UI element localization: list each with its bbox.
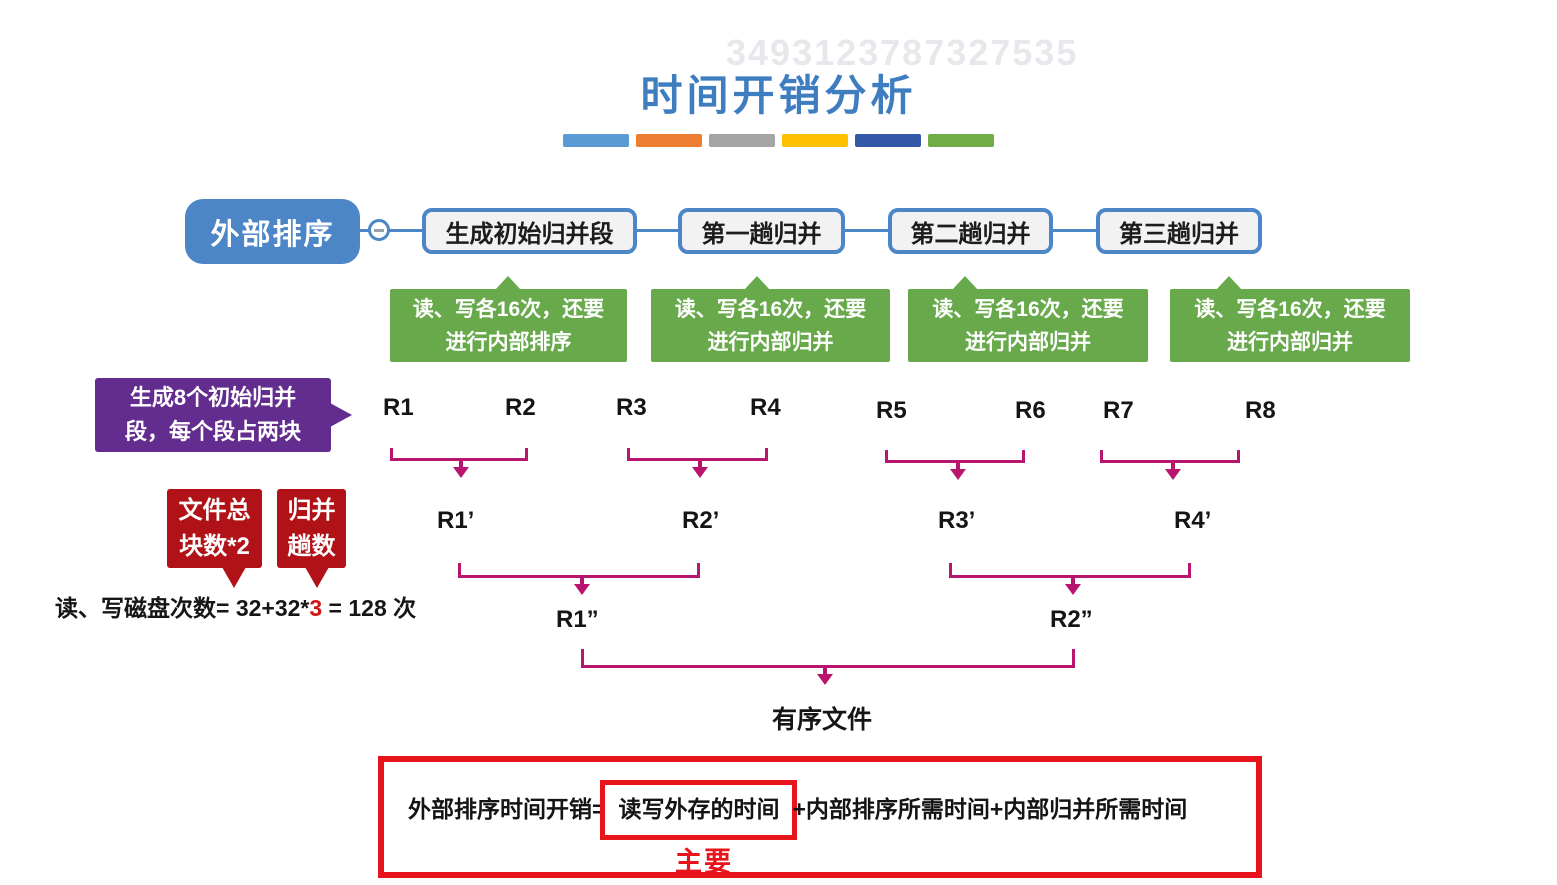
io-note-line: 进行内部排序	[445, 330, 572, 354]
purple-note-line: 段，每个段占两块	[124, 419, 301, 444]
run-label-r4p: R4’	[1174, 507, 1212, 534]
formula-highlight: 3	[309, 595, 323, 621]
connector-line	[1053, 229, 1096, 232]
divider-segment	[709, 134, 775, 147]
io-note-line: 读、写各16次，还要	[674, 297, 867, 321]
time-cost-summary-box: 外部排序时间开销=读写外存的时间+内部排序所需时间+内部归并所需时间 主要	[378, 756, 1262, 878]
formula-suffix: = 128 次	[322, 595, 417, 621]
pointer-up-icon	[1216, 276, 1242, 290]
run-label-r2: R2	[505, 394, 536, 421]
io-note-pass-3: 读、写各16次，还要 进行内部归并	[1170, 276, 1410, 362]
down-arrow-icon	[1065, 575, 1081, 595]
run-label-r7: R7	[1103, 397, 1134, 424]
down-arrow-icon	[1165, 460, 1181, 480]
initial-runs-note: 生成8个初始归并 段，每个段占两块	[95, 378, 352, 452]
merge-bracket	[581, 649, 1075, 685]
divider-segment	[782, 134, 848, 147]
run-label-r3: R3	[616, 394, 647, 421]
title-divider	[563, 134, 994, 147]
run-label-r4: R4	[750, 394, 781, 421]
watermark-text: 3493123787327535	[726, 32, 1079, 73]
merge-bracket	[1100, 450, 1240, 480]
io-note-line: 读、写各16次，还要	[932, 297, 1124, 321]
root-node-external-sort: 外部排序	[185, 199, 360, 264]
callout-line: 文件总	[178, 496, 251, 524]
summary-prefix: 外部排序时间开销=	[408, 796, 606, 822]
merge-bracket	[885, 450, 1025, 480]
sorted-file-label: 有序文件	[771, 706, 873, 734]
run-label-r2p: R2’	[682, 507, 720, 534]
page-title: 时间开销分析	[640, 72, 917, 119]
io-note-initial-runs: 读、写各16次，还要 进行内部排序	[390, 276, 627, 362]
run-label-r5: R5	[876, 397, 907, 424]
main-cost-label: 主要	[675, 847, 733, 877]
minus-icon	[374, 228, 384, 232]
run-label-r2pp: R2”	[1050, 606, 1093, 633]
callout-line: 归并	[287, 496, 336, 524]
run-label-r8: R8	[1245, 397, 1276, 424]
io-note-line: 进行内部归并	[1227, 330, 1353, 354]
down-arrow-icon	[817, 665, 833, 685]
stage-node-initial-runs: 生成初始归并段	[422, 208, 637, 254]
callout-line: 趟数	[287, 532, 336, 560]
divider-segment	[928, 134, 994, 147]
pointer-up-icon	[495, 276, 521, 290]
divider-segment	[636, 134, 702, 147]
merge-bracket	[458, 563, 700, 595]
divider-segment	[855, 134, 921, 147]
merge-bracket	[949, 563, 1191, 595]
down-arrow-icon	[692, 458, 708, 478]
stage-node-merge-pass-2: 第二趟归并	[888, 208, 1053, 254]
run-label-r1p: R1’	[437, 507, 475, 534]
io-note-line: 进行内部归并	[707, 330, 834, 354]
connector-line	[637, 229, 678, 232]
disk-io-formula: 读、写磁盘次数= 32+32*3 = 128 次	[55, 589, 416, 623]
run-label-r6: R6	[1015, 397, 1046, 424]
formula-prefix: 读、写磁盘次数= 32+32*	[55, 595, 310, 621]
summary-highlighted-term: 读写外存的时间	[600, 780, 798, 840]
run-label-r3p: R3’	[938, 507, 976, 534]
io-note-pass-1: 读、写各16次，还要 进行内部归并	[651, 276, 890, 362]
time-cost-formula: 外部排序时间开销=读写外存的时间+内部排序所需时间+内部归并所需时间	[408, 780, 1188, 840]
merge-bracket	[627, 448, 768, 478]
down-arrow-icon	[453, 458, 469, 478]
pointer-down-icon	[222, 567, 246, 588]
io-note-line: 读、写各16次，还要	[412, 297, 605, 321]
summary-suffix: +内部排序所需时间+内部归并所需时间	[792, 796, 1188, 822]
pointer-up-icon	[744, 276, 770, 290]
io-note-line: 进行内部归并	[965, 330, 1091, 354]
run-label-r1: R1	[383, 394, 414, 421]
callout-merge-passes: 归并 趟数	[277, 489, 346, 588]
purple-note-line: 生成8个初始归并	[129, 385, 297, 410]
callout-total-blocks: 文件总 块数*2	[167, 489, 262, 588]
pointer-right-icon	[330, 403, 352, 427]
connector-line	[845, 229, 888, 232]
divider-segment	[563, 134, 629, 147]
io-note-line: 读、写各16次，还要	[1194, 297, 1386, 321]
down-arrow-icon	[574, 575, 590, 595]
pointer-down-icon	[305, 567, 329, 588]
stage-node-merge-pass-3: 第三趟归并	[1096, 208, 1262, 254]
io-note-pass-2: 读、写各16次，还要 进行内部归并	[908, 276, 1148, 362]
callout-line: 块数*2	[179, 532, 250, 560]
down-arrow-icon	[950, 460, 966, 480]
run-label-r1pp: R1”	[556, 606, 599, 633]
connector-line	[355, 229, 425, 232]
collapse-toggle-icon[interactable]	[368, 219, 390, 241]
pointer-up-icon	[952, 276, 978, 290]
merge-bracket	[390, 448, 528, 478]
stage-node-merge-pass-1: 第一趟归并	[678, 208, 845, 254]
